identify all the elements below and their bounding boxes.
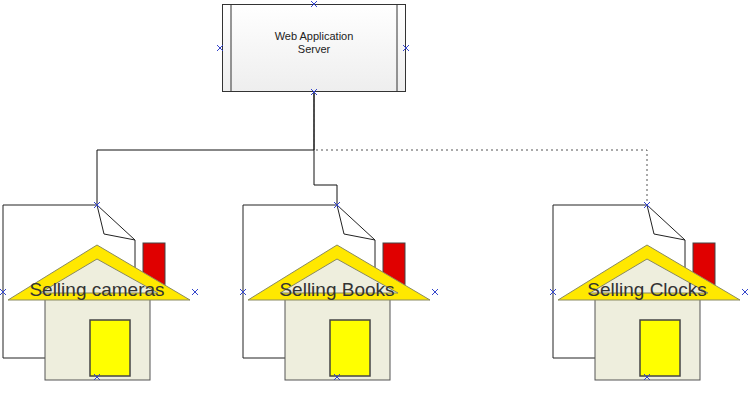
- shop-label: Selling Clocks: [537, 279, 752, 301]
- server-label: Web Application Server: [264, 30, 364, 56]
- shop-label: Selling Books: [227, 279, 447, 301]
- server-box: Web Application Server: [222, 4, 406, 92]
- shop-house: Selling Clocks: [550, 200, 750, 385]
- shop-label: Selling cameras: [0, 279, 207, 301]
- shop-house: Selling Books: [240, 200, 440, 385]
- connector-line: [314, 92, 647, 205]
- shop-house: Selling cameras: [0, 200, 200, 385]
- connector-line: [97, 92, 314, 205]
- connector-line: [314, 92, 337, 205]
